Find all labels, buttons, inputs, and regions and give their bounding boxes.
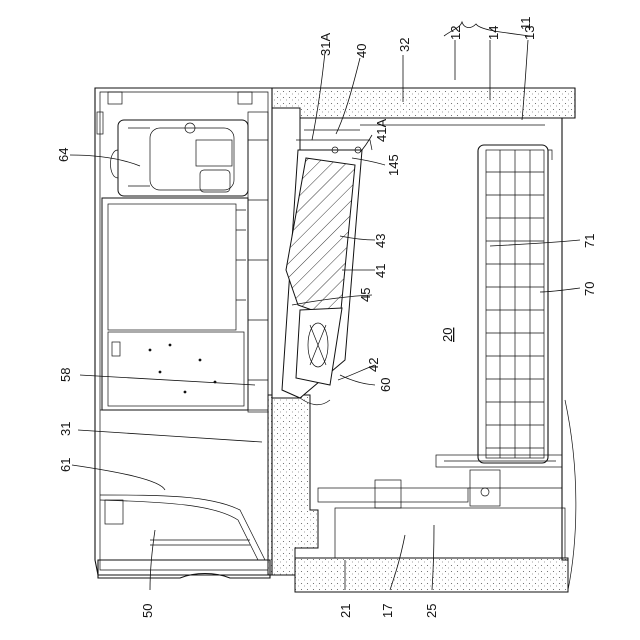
label-17: 17	[380, 604, 395, 618]
label-41A: 41A	[374, 119, 389, 142]
label-41: 41	[373, 264, 388, 278]
label-31: 31	[58, 422, 73, 436]
wire-basket	[478, 145, 552, 463]
label-32: 32	[397, 38, 412, 52]
label-43: 43	[373, 234, 388, 248]
label-14: 14	[486, 26, 501, 40]
lower-compartment	[98, 410, 270, 578]
label-58: 58	[58, 368, 73, 382]
label-21: 21	[338, 604, 353, 618]
label-12: 12	[448, 26, 463, 40]
label-61: 61	[58, 458, 73, 472]
label-40: 40	[354, 44, 369, 58]
machine-compartment	[95, 88, 272, 578]
label-60: 60	[378, 378, 393, 392]
label-64: 64	[56, 148, 71, 162]
fan-unit	[296, 308, 342, 385]
label-50: 50	[140, 604, 155, 618]
label-31A: 31A	[318, 33, 333, 56]
label-25: 25	[424, 604, 439, 618]
label-145: 145	[386, 154, 401, 176]
control-box	[102, 198, 248, 410]
label-42: 42	[366, 358, 381, 372]
compressor-unit	[111, 120, 249, 196]
label-70: 70	[582, 282, 597, 296]
label-45: 45	[358, 288, 373, 302]
label-20: 20	[440, 328, 455, 342]
right-cabinet-edge	[562, 88, 575, 560]
label-13: 13	[522, 26, 537, 40]
label-71: 71	[582, 234, 597, 248]
